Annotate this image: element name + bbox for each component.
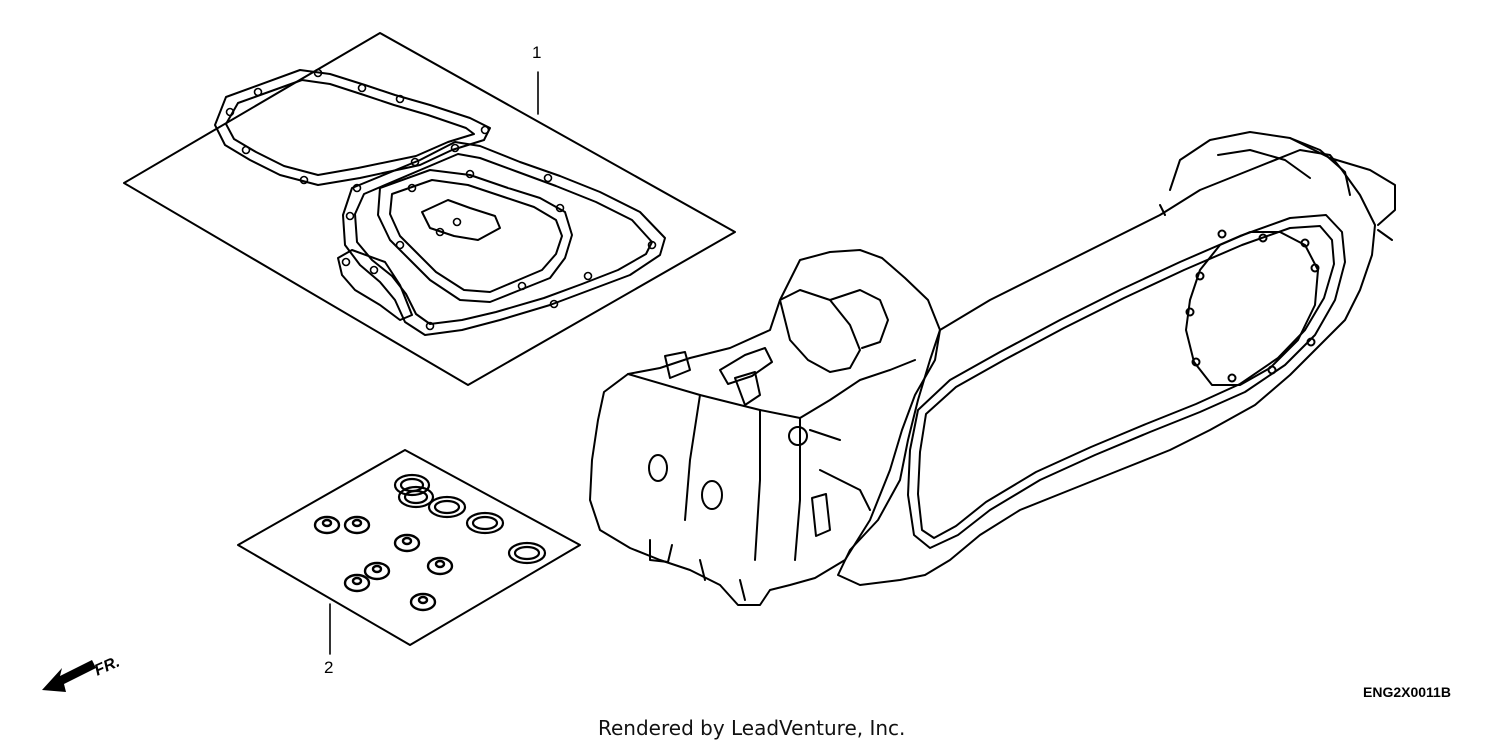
render-credit: Rendered by LeadVenture, Inc. [598,716,906,740]
engine-crankcase-cover [837,131,1396,586]
callout-1-label: 1 [532,43,542,62]
callout-2-label: 2 [324,658,334,677]
gasket-kit-b-sheet [237,449,581,646]
front-direction-arrow-icon [42,660,96,692]
gasket-kit-a-gaskets [214,69,666,336]
gasket-kit-b-seals [313,473,547,612]
engine-cover-gasket [907,214,1346,549]
gasket-kit-a-bolt-holes [225,68,657,331]
drawing-code: ENG2X0011B [1363,684,1451,700]
engine-cylinder-head [589,249,941,606]
